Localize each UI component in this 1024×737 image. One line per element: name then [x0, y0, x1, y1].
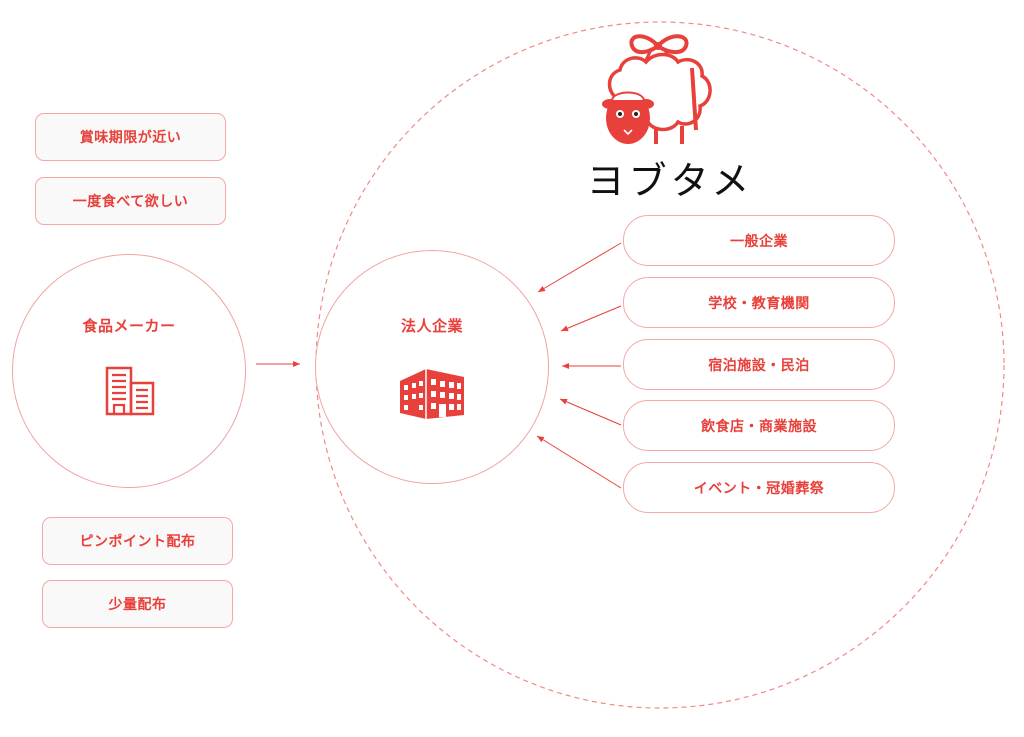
- target-pill-lodging: 宿泊施設・民泊: [623, 339, 895, 390]
- office-building-outline-icon: [105, 366, 155, 416]
- arrow-target-4-to-hub: [559, 398, 622, 426]
- corporate-hub-label: 法人企業: [400, 317, 463, 335]
- brand-name: ヨブタメ: [586, 159, 754, 203]
- food-manufacturer-label: 食品メーカー: [82, 317, 176, 335]
- feature-pill-small-quantity: 少量配布: [42, 580, 233, 628]
- arrow-target-1-to-hub: [537, 242, 622, 293]
- reason-pill-trial: 一度食べて欲しい: [35, 177, 226, 225]
- target-pill-events: イベント・冠婚葬祭: [623, 462, 895, 513]
- target-pill-general-companies: 一般企業: [623, 215, 895, 266]
- corporate-hub-node: 法人企業: [315, 250, 549, 484]
- feature-pill-pinpoint: ピンポイント配布: [42, 517, 233, 565]
- target-pill-schools: 学校・教育機関: [623, 277, 895, 328]
- food-manufacturer-node: 食品メーカー: [12, 254, 246, 488]
- target-pill-restaurants: 飲食店・商業施設: [623, 400, 895, 451]
- service-area-dashed-circle: [315, 21, 1005, 709]
- corporate-building-icon: [400, 369, 464, 419]
- sheep-with-ribbon-logo: [602, 34, 712, 144]
- arrow-target-5-to-hub: [536, 435, 622, 489]
- reason-pill-expiry: 賞味期限が近い: [35, 113, 226, 161]
- arrow-target-2-to-hub: [560, 305, 622, 332]
